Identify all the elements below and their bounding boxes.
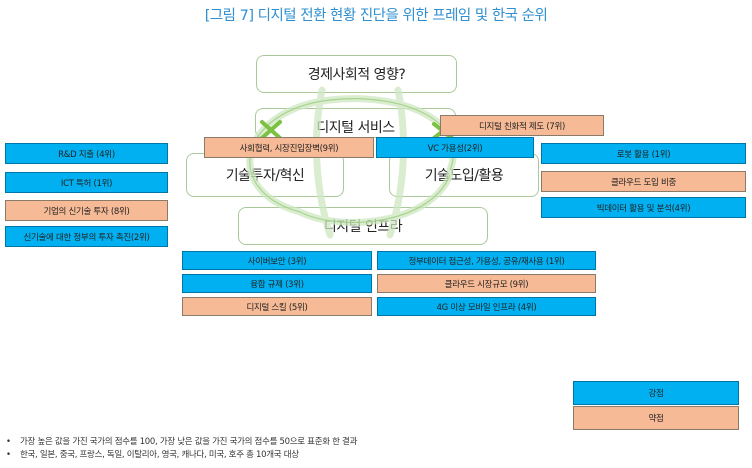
investment-label: 기술투자/혁신 [225,168,305,184]
center-box-digital-policy: 디지털 친화적 제도 (7위) [440,115,604,136]
legend-weakness: 약점 [573,406,739,430]
right-box-bigdata: 빅데이터 활용 및 분석(4위) [541,197,746,218]
check-marks [260,120,454,140]
bottom-box-skill: 디지털 스킬 (5위) [182,297,372,316]
left-box-rd: R&D 지출 (4위) [5,143,168,164]
service-label: 디지털 서비스 [316,120,395,136]
bottom-box-4g: 4G 이상 모바일 인프라 (4위) [377,297,596,316]
impact-frame: 경제사회적 영향? [256,55,457,93]
footnote-1: • 가장 높은 값을 가진 국가의 점수를 100, 가장 낮은 값을 가진 국… [6,437,358,447]
footnotes: • 가장 높은 값을 가진 국가의 점수를 100, 가장 낮은 값을 가진 국… [6,436,357,462]
center-box-vc: VC 가용성(2위) [376,137,534,158]
bottom-box-gov-data: 정부데이터 접근성, 가용성, 공유/재사용 (1위) [377,251,596,270]
bottom-box-cyber: 사이버보안 (3위) [182,251,372,270]
impact-label: 경제사회적 영향? [307,67,406,83]
left-box-gov-invest: 신기술에 대한 정부의 투자 촉진(2위) [5,226,168,247]
left-box-firm-invest: 기업의 신기술 투자 (8위) [5,200,168,221]
right-box-cloud-adoption: 클라우드 도입 비중 [541,171,746,192]
legend-strength: 강점 [573,381,739,405]
bottom-box-cloud-market: 클라우드 시장규모 (9위) [377,274,596,293]
footnote-2: • 한국, 일본, 중국, 프랑스, 독일, 이탈리아, 영국, 캐나다, 미국… [6,450,299,460]
bottom-box-regulation: 융합 규제 (3위) [182,274,372,293]
figure-title: [그림 7] 디지털 전환 현황 진단을 위한 프레임 및 한국 순위 [204,8,548,24]
right-box-robot: 로봇 활용 (1위) [541,143,746,164]
center-box-social: 사회협력, 시장진입장벽(9위) [204,137,374,158]
left-box-patent: ICT 특허 (1위) [5,172,168,193]
